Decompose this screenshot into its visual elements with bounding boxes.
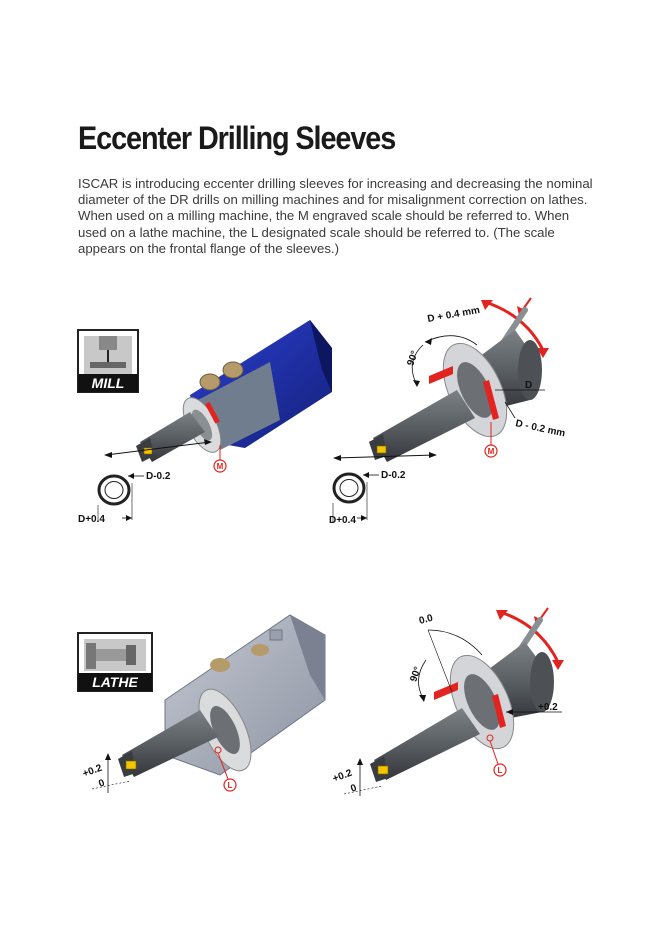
drill-body (118, 710, 218, 777)
lathe-badge-label: LATHE (92, 674, 138, 690)
diameter-arrow (104, 439, 212, 458)
lathe-sleeve-figure: LATHE +0.2 0 L (70, 605, 345, 805)
page-title: Eccenter Drilling Sleeves (78, 120, 396, 156)
mill-badge-label: MILL (92, 375, 125, 391)
mill-adjustment-figure: 90° D + 0.4 mm D D - 0.2 mm M D-0.2 D+0.… (325, 290, 625, 535)
d-plus-mm-label: D + 0.4 mm (427, 305, 481, 325)
diameter-arrow (333, 452, 437, 461)
svg-text:M: M (217, 462, 224, 471)
clamp-screw (199, 361, 244, 391)
scale-marker-m: M (213, 445, 227, 473)
plus-label: +0.2 (331, 768, 354, 785)
scale-marker-m: M (484, 422, 498, 458)
hole-ring: D-0.2 D+0.4 (329, 470, 406, 526)
scale-marker-l: L (486, 734, 507, 777)
svg-text:M: M (488, 447, 495, 456)
intro-paragraph: ISCAR is introducing eccenter drilling s… (78, 176, 593, 256)
d-minus-mm-label: D - 0.2 mm (514, 418, 566, 439)
d-plus-label: D+0.4 (78, 514, 105, 525)
plus-right-label: +0.2 (538, 702, 558, 713)
lathe-machine-icon: LATHE (77, 632, 153, 692)
drill-body (136, 412, 205, 462)
svg-text:L: L (498, 766, 503, 775)
scale-marker-l: L (214, 746, 237, 792)
angle-label: 90° (408, 665, 424, 683)
svg-text:L: L (228, 781, 233, 790)
drill-body (370, 708, 480, 782)
angle-dimension: 90° 0.0 +0.2 (408, 613, 562, 715)
zero-label: 0 (349, 782, 358, 794)
drill-body (369, 390, 475, 462)
zero-zero-label: 0.0 (418, 613, 435, 627)
d-label: D (525, 380, 532, 391)
hole-ring: D-0.2 D+0.4 (78, 471, 171, 525)
d-minus-label: D-0.2 (146, 471, 171, 482)
mill-sleeve-figure: MILL M D-0.2 (70, 300, 370, 535)
mill-machine-icon: MILL (77, 329, 139, 393)
d-plus-label: D+0.4 (329, 515, 356, 526)
zero-label: 0 (97, 777, 106, 789)
angle-label: 90° (405, 349, 421, 367)
sleeve-flange (182, 397, 222, 453)
lathe-adjustment-figure: 90° 0.0 +0.2 +0.2 0 L (330, 600, 590, 810)
d-minus-label: D-0.2 (381, 470, 406, 481)
